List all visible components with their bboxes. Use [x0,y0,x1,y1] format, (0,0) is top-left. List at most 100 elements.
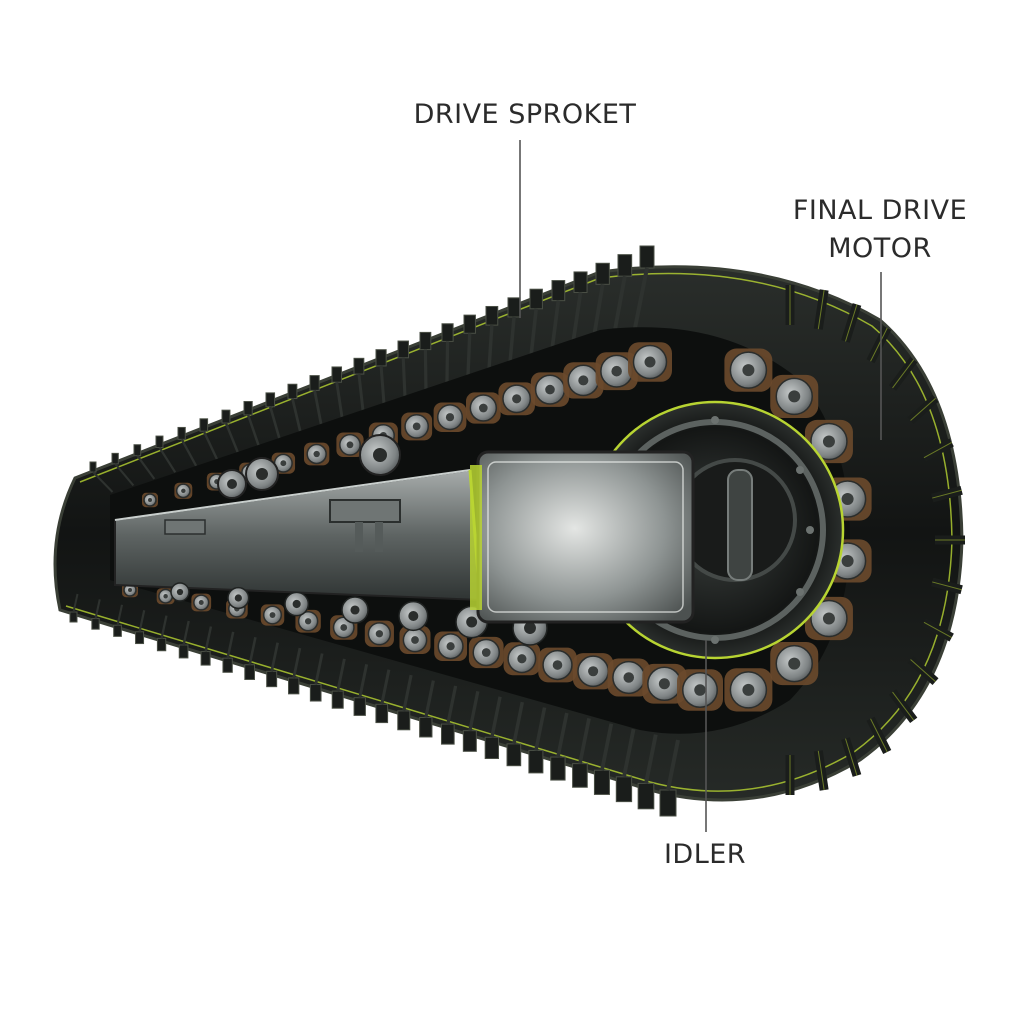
track-shoe [376,704,388,722]
chain-pin [788,390,800,402]
track-shoe [618,255,632,277]
track-roller-hub [408,611,418,621]
shoe-rib [425,350,426,394]
chain-pin [163,594,167,598]
idler-wheel-icon [470,452,693,622]
track-shoe [508,298,520,317]
track-shoe [376,350,386,366]
chain-pin [413,423,421,431]
final-drive-text-line2: MOTOR [780,230,980,268]
chain-pin [588,666,598,676]
chain-pin [645,357,656,368]
chain-pin [842,493,854,505]
chain-pin [553,660,563,670]
track-shoe [90,462,96,472]
chain-pin [659,678,670,689]
track-shoe [223,658,232,672]
track-shoe [354,358,364,374]
chain-pin [447,642,455,650]
track-shoe [442,324,453,342]
idler-label: IDLER [650,836,760,874]
track-shoe [507,744,521,766]
chain-pin [148,498,152,502]
track-shoe [136,632,144,644]
track-roller-hub [524,622,536,634]
track-shoe [332,691,343,708]
track-shoe [573,764,588,788]
chain-pin [611,366,622,377]
chain-pin [376,630,383,637]
track-shoe [245,665,255,680]
chain-pin [694,684,706,696]
chain-pin [623,672,634,683]
drive-sprocket-text: DRIVE SPROKET [414,99,637,130]
drive-sprocket-label: DRIVE SPROKET [410,96,640,134]
track-roller-hub [235,594,242,601]
track-shoe [638,783,654,808]
final-drive-motor-label: FINAL DRIVE MOTOR [780,192,980,268]
track-shoe [267,671,277,686]
chain-pin [578,375,588,385]
track-shoe [485,737,498,758]
track-shoe [640,246,654,268]
track-shoe [156,436,163,447]
chain-pin [517,654,526,663]
track-shoe [420,332,431,349]
track-shoe [398,711,410,730]
chain-pin [482,648,491,657]
final-drive-text-line1: FINAL DRIVE [780,192,980,230]
chain-pin [446,413,454,421]
track-roller-hub [350,605,359,614]
shoe-rib [468,333,470,380]
idler-text: IDLER [664,839,746,870]
shoe-rib [403,358,405,400]
track-shoe [266,393,275,407]
track-shoe [200,419,208,431]
track-shoe [552,281,565,301]
track-shoe [616,777,631,802]
chain-pin [479,404,488,413]
track-shoe [114,625,122,636]
track-shoe [112,453,118,463]
track-shoe [222,410,230,423]
chain-pin [199,600,204,605]
track-roller-hub [177,589,183,595]
track-shoe [354,698,365,716]
chain-pin [314,451,320,457]
chain-pin [842,555,854,567]
track-shoe [398,341,408,358]
track-shoe [660,790,676,816]
chain-pin [411,636,419,644]
chain-pin [280,460,286,466]
chain-pin [305,618,311,624]
chain-pin [181,489,185,493]
chain-pin [347,441,354,448]
track-shoe [310,685,321,702]
track-shoe [574,272,587,293]
track-shoe [420,717,432,736]
chain-pin [270,612,276,618]
track-shoe [288,384,297,398]
track-shoe [244,402,252,415]
track-shoe [530,289,542,309]
track-roller-hub [293,600,301,608]
track-shoe [289,678,299,694]
chain-pin [545,385,555,395]
track-shoe [529,750,543,772]
track-shoe [157,638,165,650]
track-shoe [551,757,565,780]
track-shoe [70,612,77,622]
chain-pin [128,588,132,592]
chain-pin [823,436,835,448]
chain-pin [742,364,754,376]
chain-pin [340,624,347,631]
shoe-rib [447,341,448,387]
track-shoe [134,445,141,456]
track-shoe [486,306,498,325]
chain-pin [512,394,521,403]
track-roller-hub [466,617,477,628]
track-shoe [463,731,476,752]
track-shoe [201,652,210,666]
